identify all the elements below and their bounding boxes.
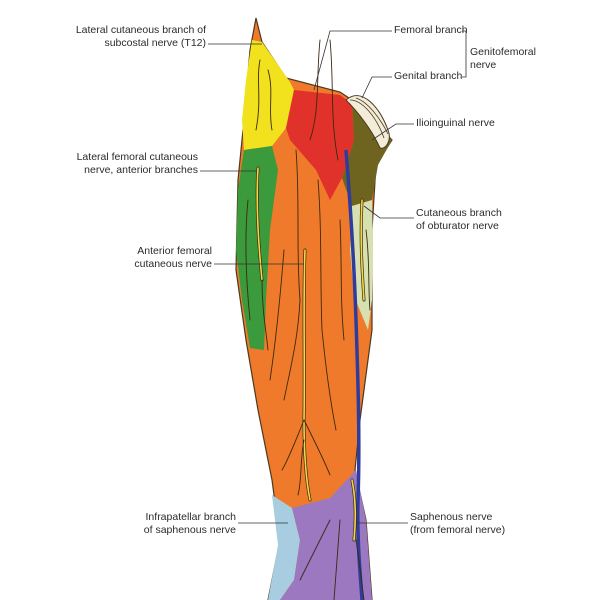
subcostal-region (242, 40, 294, 150)
label-obturator: Cutaneous branch of obturator nerve (416, 207, 502, 232)
leader-genitofemoral-bracket (462, 30, 467, 78)
label-infrapatellar: Infrapatellar branch of saphenous nerve (143, 511, 236, 536)
saphenous-vein (344, 149, 364, 600)
lateral-femoral-region (236, 146, 278, 350)
spermatic-cord (345, 95, 390, 149)
genitofemoral-region (286, 90, 354, 200)
infrapatellar-region (268, 495, 300, 600)
label-ilioinguinal: Ilioinguinal nerve (416, 117, 495, 129)
label-femoral-branch: Femoral branch (394, 24, 468, 36)
leader-ilioinguinal (371, 123, 414, 141)
label-lateral-femoral: Lateral femoral cutaneous nerve, anterio… (76, 151, 198, 176)
label-genitofemoral-nerve: Genitofemoral nerve (470, 46, 536, 71)
label-subcostal: Lateral cutaneous branch of subcostal ne… (75, 24, 206, 49)
leader-femoral-branch (313, 30, 392, 91)
nerve-branches (245, 39, 371, 600)
label-saphenous: Saphenous nerve (from femoral nerve) (410, 511, 506, 536)
leader-obturator (363, 205, 414, 219)
saphenous-region (280, 470, 372, 600)
leader-genital-branch (361, 76, 392, 99)
label-genital-branch: Genital branch (394, 70, 463, 82)
leader-lines (200, 30, 467, 524)
label-anterior-femoral: Anterior femoral cutaneous nerve (134, 245, 212, 270)
